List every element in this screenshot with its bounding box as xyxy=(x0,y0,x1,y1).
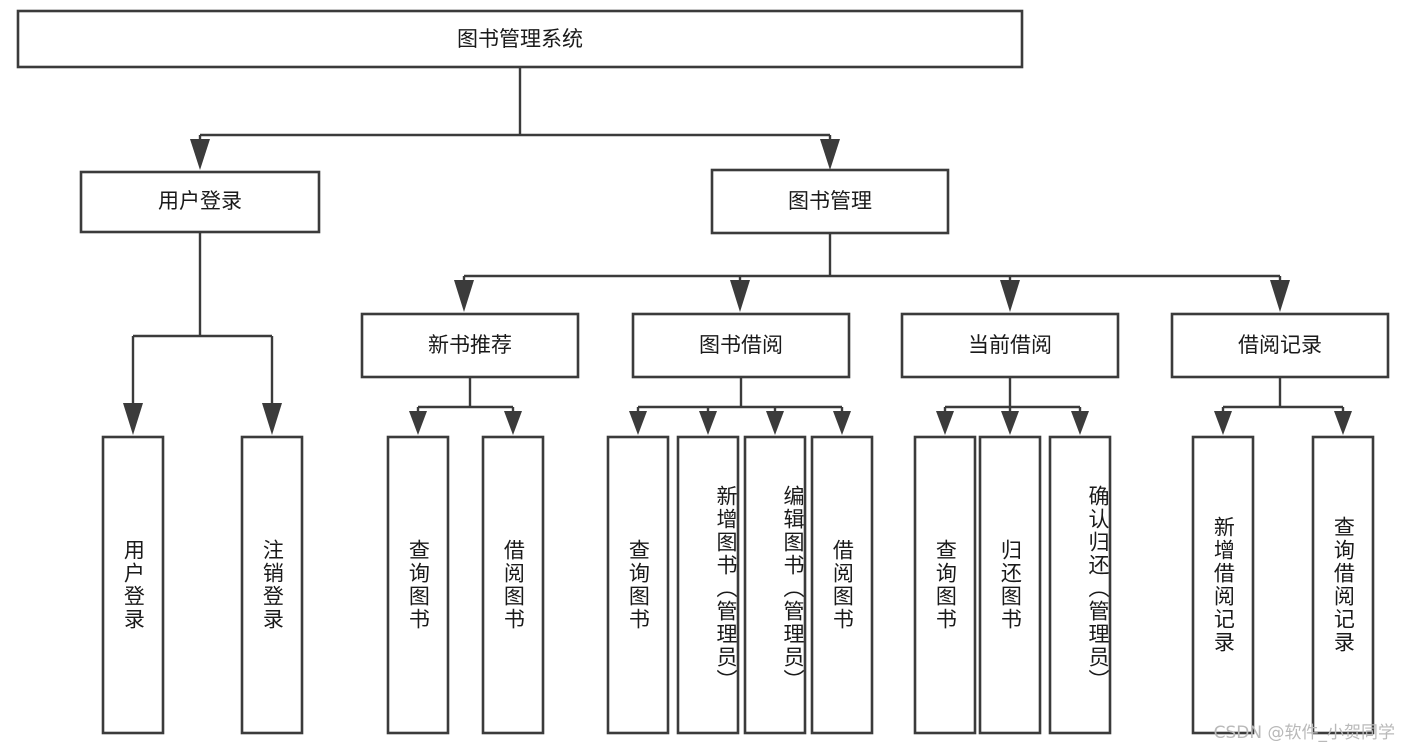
arrow-head-book-borrow xyxy=(730,280,750,312)
node-box-leaf-confirm-return-admin[interactable] xyxy=(1048,435,1112,735)
arrow-head-book-management xyxy=(820,139,840,170)
node-box-current-borrow[interactable] xyxy=(900,312,1120,379)
node-box-leaf-logout[interactable] xyxy=(240,435,304,735)
node-box-user-login[interactable] xyxy=(79,170,321,234)
node-label-book-management: 图书管理 xyxy=(788,189,872,213)
arrow-head-borrow-record xyxy=(1270,280,1290,312)
node-label-current-borrow: 当前借阅 xyxy=(968,333,1052,357)
node-box-leaf-return-book[interactable] xyxy=(978,435,1042,735)
node-box-leaf-add-borrow-record[interactable] xyxy=(1191,435,1255,735)
arrow-head-leaf-add-borrow-record xyxy=(1214,411,1232,435)
arrow-head-leaf-borrow-book-new xyxy=(504,411,522,435)
node-label-book-borrow: 图书借阅 xyxy=(699,333,783,357)
arrow-head-leaf-query-book-new xyxy=(409,411,427,435)
node-box-leaf-query-book-current[interactable] xyxy=(913,435,977,735)
node-layer: 图书管理系统 用户登录 图书管理 新书推荐 图书借阅 当前借阅 借阅记录 xyxy=(16,9,1390,735)
arrow-head-leaf-return-book xyxy=(1001,411,1019,435)
arrow-head-leaf-borrow-book xyxy=(833,411,851,435)
arrow-head-leaf-logout xyxy=(262,403,282,435)
arrow-head-leaf-add-book-admin xyxy=(699,411,717,435)
watermark-text: CSDN @软件_小贺同学 xyxy=(1213,723,1395,743)
node-box-leaf-edit-book-admin[interactable] xyxy=(743,435,807,735)
arrow-head-current-borrow xyxy=(1000,280,1020,312)
node-box-leaf-user-login[interactable] xyxy=(101,435,165,735)
node-label-new-book-recommend: 新书推荐 xyxy=(428,333,512,357)
node-box-book-management[interactable] xyxy=(710,168,950,235)
arrow-head-leaf-user-login xyxy=(123,403,143,435)
node-label-root: 图书管理系统 xyxy=(457,27,583,51)
node-label-user-login: 用户登录 xyxy=(158,189,242,213)
arrow-head-leaf-query-book-current xyxy=(936,411,954,435)
node-box-borrow-record[interactable] xyxy=(1170,312,1390,379)
connector-layer xyxy=(123,67,1352,435)
arrow-head-user-login xyxy=(190,139,210,170)
arrow-head-leaf-edit-book-admin xyxy=(766,411,784,435)
arrow-head-new-book-recommend xyxy=(454,280,474,312)
node-box-leaf-query-book-borrow[interactable] xyxy=(606,435,670,735)
node-label-borrow-record: 借阅记录 xyxy=(1238,333,1322,357)
node-box-leaf-query-book-new[interactable] xyxy=(386,435,450,735)
node-box-leaf-query-borrow-record[interactable] xyxy=(1311,435,1375,735)
arrow-head-leaf-query-borrow-record xyxy=(1334,411,1352,435)
arrow-head-leaf-confirm-return-admin xyxy=(1071,411,1089,435)
node-box-leaf-borrow-book[interactable] xyxy=(810,435,874,735)
node-box-leaf-borrow-book-new[interactable] xyxy=(481,435,545,735)
node-box-leaf-add-book-admin[interactable] xyxy=(676,435,740,735)
node-box-new-book-recommend[interactable] xyxy=(360,312,580,379)
arrow-head-leaf-query-book-borrow xyxy=(629,411,647,435)
node-box-root[interactable] xyxy=(16,9,1024,69)
node-box-book-borrow[interactable] xyxy=(631,312,851,379)
